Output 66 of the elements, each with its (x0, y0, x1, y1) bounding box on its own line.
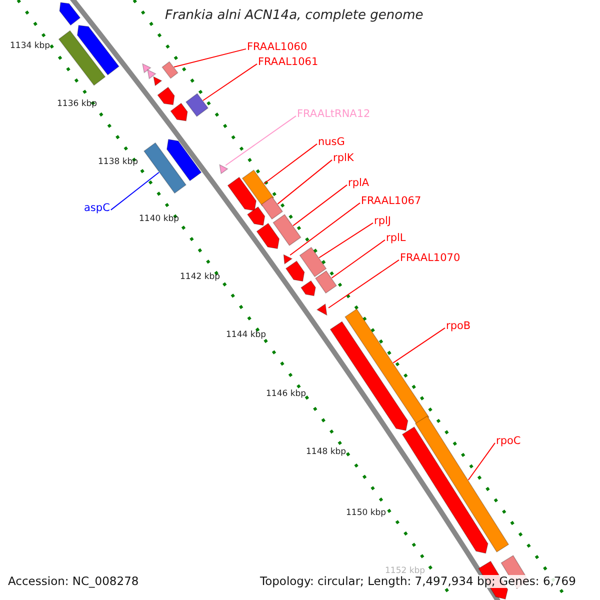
leader-line (292, 184, 348, 226)
footer-text: Accession: NC_008278 (8, 575, 139, 588)
scale-label: 1136 kbp (57, 100, 98, 110)
gene-label: rpoB (446, 321, 471, 333)
gene-bar (58, 30, 106, 86)
gene-label: FRAALtRNA12 (297, 109, 370, 121)
gene-bar (256, 222, 280, 250)
gene-bar (219, 164, 228, 174)
gene-label: rplL (386, 233, 406, 245)
leader-line (225, 115, 296, 166)
gene-bar (344, 308, 430, 426)
gene-bar (147, 69, 156, 80)
gene-label: FRAAL1070 (400, 253, 460, 265)
gene-bar (59, 2, 81, 26)
leader-line (318, 222, 374, 258)
gene-label: FRAAL1060 (247, 42, 308, 54)
gene-label: rplK (333, 153, 354, 165)
leader-line (468, 442, 496, 480)
leader-line (328, 259, 400, 308)
gene-bar (166, 138, 202, 182)
scale-label: 1148 kbp (306, 448, 346, 458)
gene-bar (316, 303, 328, 316)
gene-label: FRAAL1061 (258, 57, 318, 69)
gene-label: rpoC (496, 436, 521, 448)
leader-line (290, 202, 360, 256)
scale-label: 1144 kbp (226, 331, 266, 340)
gene-bar (153, 76, 162, 86)
gene-bar (272, 214, 302, 246)
scale-label: 1152 kbp (385, 567, 426, 576)
scale-label: 1138 kbp (98, 158, 138, 168)
gene-bar (142, 63, 152, 74)
scale-label: 1140 kbp (139, 215, 180, 224)
gene-bar (285, 260, 305, 282)
gene-bar (314, 270, 338, 294)
gene-bar (227, 176, 257, 212)
leader-line (173, 48, 246, 68)
gene-bar (283, 254, 293, 265)
leader-line (264, 143, 318, 184)
gene-label: nusG (318, 137, 345, 149)
gene-bar (299, 246, 327, 278)
gene-bar (330, 321, 408, 431)
gene-label: rplA (348, 178, 370, 190)
leader-line (202, 63, 258, 101)
leader-line (392, 327, 446, 364)
footer-text: Topology: circular; Length: 7,497,934 bp; Genes: 6,769 (260, 575, 576, 588)
scale-label: 1146 kbp (266, 390, 306, 400)
gene-bar (242, 170, 274, 206)
diagram-title: Frankia alni ACN14a, complete genome (165, 9, 424, 24)
scale-label: 1134 kbp (10, 42, 50, 52)
leader-line (331, 239, 386, 279)
gene-label: rplJ (374, 216, 391, 228)
gene-bar (170, 102, 188, 122)
gene-bar (76, 24, 120, 76)
leader-line (110, 172, 160, 210)
gene-bar (157, 86, 175, 106)
gene-label: aspC (84, 203, 110, 215)
scale-label: 1142 kbp (180, 273, 220, 282)
gene-label: FRAAL1067 (361, 196, 422, 208)
scale-label: 1150 kbp (346, 509, 386, 518)
gene-bar (162, 61, 178, 79)
gene-bar (143, 142, 187, 194)
leader-line (277, 159, 332, 204)
gene-bar (260, 196, 284, 220)
gene-bar (246, 206, 266, 226)
gene-bar (402, 426, 488, 554)
gene-bar (185, 93, 209, 117)
